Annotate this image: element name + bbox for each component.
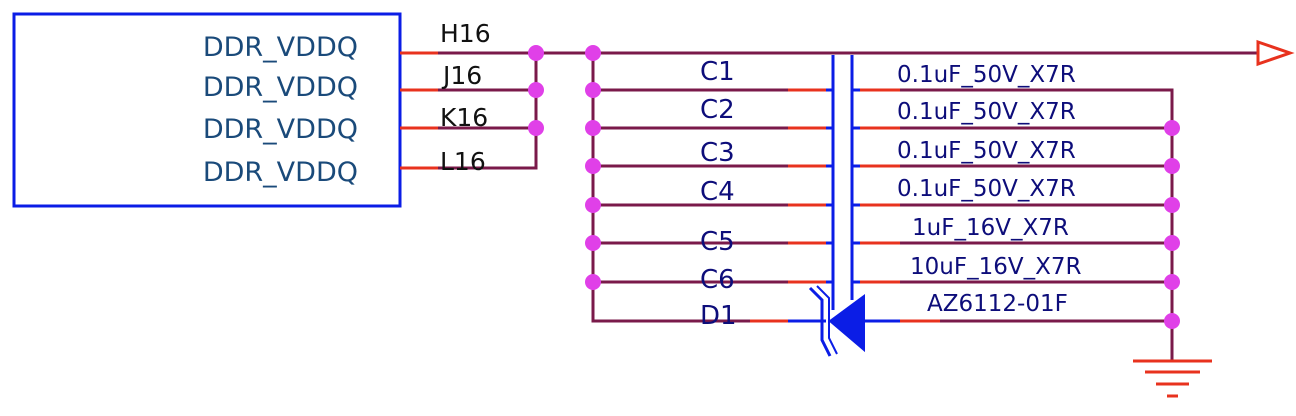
- junction-dot: [585, 197, 601, 213]
- junction-dot: [1164, 235, 1180, 251]
- junctions: [528, 45, 1180, 329]
- component-designator[interactable]: C6: [700, 265, 735, 295]
- component-value[interactable]: AZ6112-01F: [927, 291, 1068, 317]
- component-designator[interactable]: D1: [700, 301, 737, 331]
- gnd-bus-wire[interactable]: [900, 88, 1174, 360]
- junction-dot: [1164, 274, 1180, 290]
- diode-triangle-icon: [828, 294, 865, 353]
- component-designator[interactable]: C4: [700, 177, 735, 207]
- junction-dot: [1164, 158, 1180, 174]
- component-designator[interactable]: C5: [700, 227, 735, 257]
- pin-number: L16: [440, 147, 486, 176]
- junction-dot: [585, 45, 601, 61]
- ic-pin-name: DDR_VDDQ: [203, 157, 358, 188]
- pin-number: K16: [440, 103, 488, 132]
- wire[interactable]: [591, 53, 750, 323]
- component-value[interactable]: 0.1uF_50V_X7R: [897, 138, 1076, 164]
- pin-number: H16: [440, 19, 491, 48]
- wires: [438, 51, 1260, 360]
- ic-pin-stubs: [400, 51, 438, 170]
- zener-bar-icon: [808, 286, 832, 357]
- component-designator[interactable]: C2: [700, 95, 735, 125]
- junction-dot: [1164, 120, 1180, 136]
- ic-pin-name: DDR_VDDQ: [203, 32, 358, 63]
- junction-dot: [528, 120, 544, 136]
- component-value[interactable]: 0.1uF_50V_X7R: [897, 176, 1076, 202]
- ic-pin-name: DDR_VDDQ: [203, 72, 358, 103]
- junction-dot: [585, 274, 601, 290]
- power-port-arrow-icon[interactable]: [1256, 39, 1295, 67]
- junction-dot: [1164, 197, 1180, 213]
- ic-body[interactable]: [12, 12, 402, 208]
- junction-dot: [585, 158, 601, 174]
- junction-dot: [1164, 313, 1180, 329]
- junction-dot: [585, 235, 601, 251]
- component-value[interactable]: 0.1uF_50V_X7R: [897, 62, 1076, 88]
- ground-icon[interactable]: [1133, 359, 1212, 398]
- component-value[interactable]: 10uF_16V_X7R: [910, 254, 1081, 280]
- junction-dot: [585, 120, 601, 136]
- junction-dot: [528, 45, 544, 61]
- capacitor-symbols[interactable]: [826, 55, 860, 310]
- component-designator[interactable]: C1: [700, 57, 735, 87]
- cap-pin-stubs: [750, 88, 940, 323]
- component-value[interactable]: 1uF_16V_X7R: [912, 215, 1069, 241]
- component-designator[interactable]: C3: [700, 138, 735, 168]
- component-value[interactable]: 0.1uF_50V_X7R: [897, 99, 1076, 125]
- junction-dot: [585, 82, 601, 98]
- pin-number: J16: [441, 61, 482, 90]
- tvs-diode-symbol[interactable]: [788, 285, 900, 357]
- ic-pin-name: DDR_VDDQ: [203, 114, 358, 145]
- junction-dot: [528, 82, 544, 98]
